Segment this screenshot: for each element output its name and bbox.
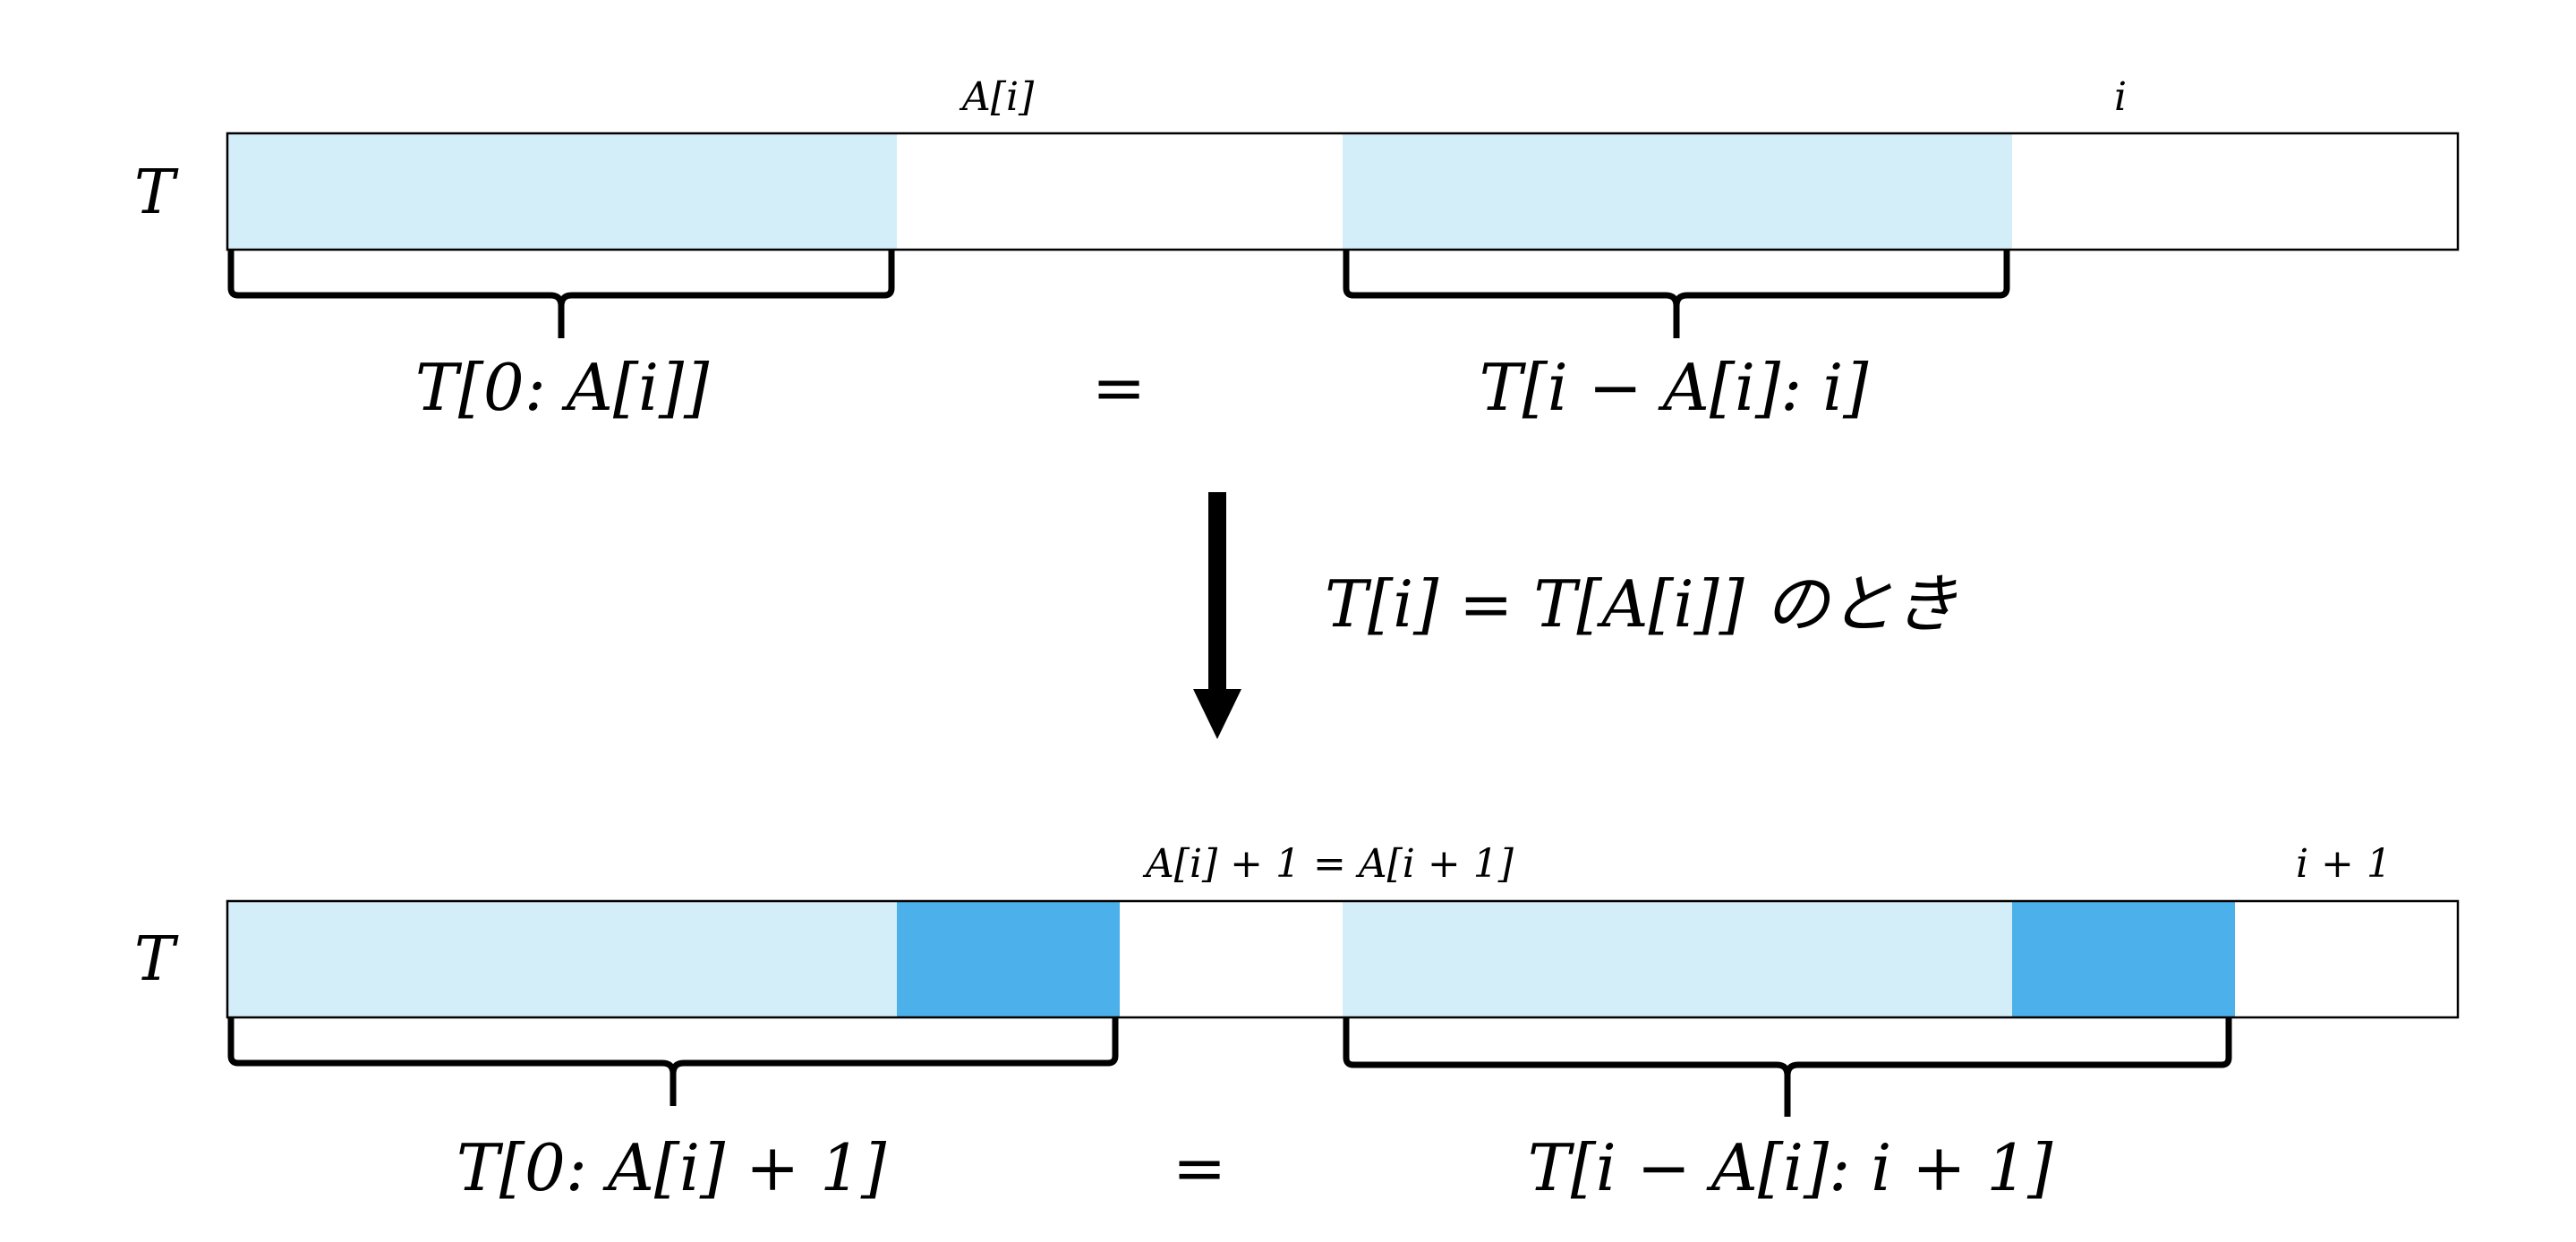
bottom-left-slice: T[0: A[i] + 1] — [456, 1130, 887, 1205]
down-arrow-icon — [1193, 492, 1241, 739]
bottom-prefix-segment — [227, 901, 897, 1017]
top-marker-i: i — [2114, 74, 2127, 120]
bottom-suffix-segment — [1343, 901, 2012, 1017]
top-suffix-segment — [1343, 133, 2012, 250]
bottom-right-slice: T[i − A[i]: i + 1] — [1528, 1130, 2054, 1205]
bottom-equals: = — [1173, 1130, 1226, 1205]
top-left-brace — [227, 250, 895, 338]
bottom-string-bar — [226, 899, 2460, 1019]
top-marker-ai: A[i] — [959, 74, 1035, 120]
top-row-label: T — [134, 157, 179, 228]
top-equals: = — [1092, 350, 1146, 425]
top-right-brace — [1343, 250, 2010, 338]
bottom-suffix-extension — [2012, 901, 2235, 1017]
top-row: T A[i] i T[0: A[i]] = T[i − A[i]: i] — [134, 74, 2460, 425]
bottom-prefix-extension — [897, 901, 1120, 1017]
bottom-right-brace — [1343, 1017, 2232, 1117]
top-string-bar — [226, 132, 2460, 251]
top-left-slice: T[0: A[i]] — [415, 350, 710, 425]
bottom-row: T A[i] + 1 = A[i + 1] i + 1 T[0: A[i] + … — [134, 841, 2460, 1205]
bottom-marker-ai: A[i] + 1 = A[i + 1] — [1142, 841, 1514, 887]
top-prefix-segment — [227, 133, 897, 250]
condition-text: T[i] = T[A[i]] のとき — [1325, 566, 1958, 642]
bottom-marker-i: i + 1 — [2296, 841, 2392, 887]
bottom-left-brace — [227, 1017, 1119, 1106]
top-right-slice: T[i − A[i]: i] — [1480, 350, 1870, 425]
bottom-row-label: T — [134, 924, 179, 995]
transition: T[i] = T[A[i]] のとき — [1193, 492, 1958, 739]
